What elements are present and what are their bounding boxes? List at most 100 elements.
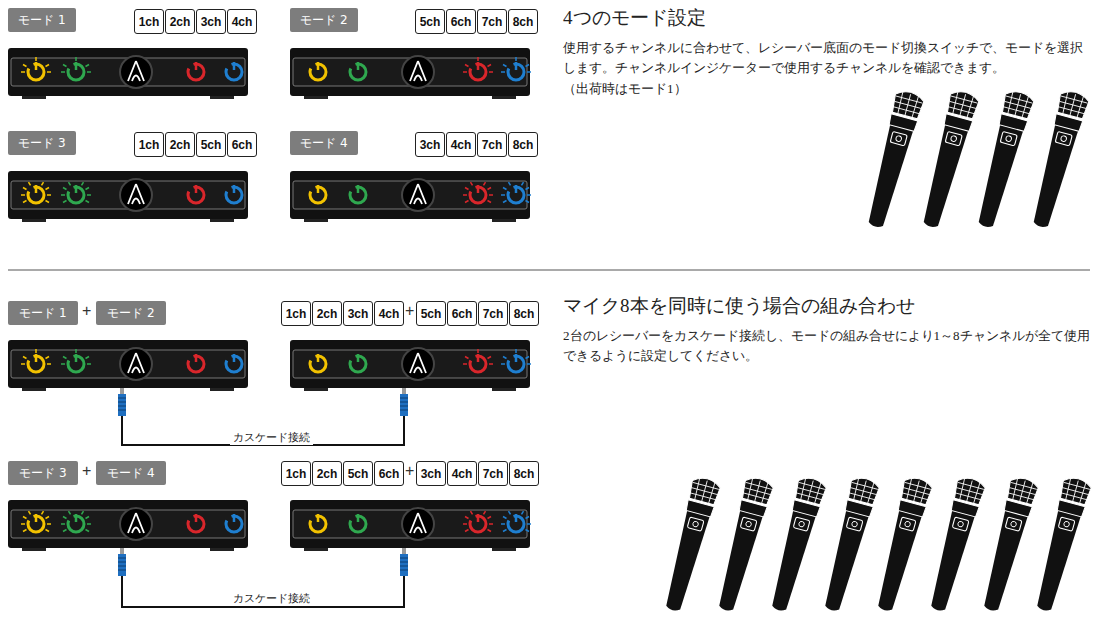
section-heading: マイク8本を同時に使う場合の組み合わせ (563, 293, 915, 319)
channel-box: 5ch (415, 9, 445, 34)
microphone (712, 475, 775, 614)
node-text: モード 2 (300, 12, 347, 29)
channel-box: 8ch (508, 132, 538, 157)
channel-box: 6ch (447, 301, 477, 326)
microphone (818, 475, 881, 614)
channel-box: 3ch (343, 301, 373, 326)
node-text: 5ch (420, 15, 441, 29)
node-text: モード 3 (19, 465, 66, 482)
node-text: モード 2 (107, 305, 154, 322)
channel-box: 4ch (446, 132, 476, 157)
channel-box: 7ch (477, 9, 507, 34)
node-text: 7ch (482, 15, 503, 29)
node-text: 2ch (170, 138, 191, 152)
node-text: 6ch (232, 138, 253, 152)
body-text: 使用するチャンネルに合わせて、レシーバー底面のモード切換スイッチで、モードを選択… (563, 38, 1090, 78)
node-text: 8ch (514, 307, 535, 321)
microphone (871, 475, 934, 614)
cascade-cable (118, 548, 408, 607)
channel-box: 8ch (508, 9, 538, 34)
channel-box: 2ch (165, 9, 195, 34)
receiver (8, 48, 248, 99)
cable-label: カスケード接続 (230, 430, 313, 445)
mode-label: モード 2 (290, 8, 358, 32)
node-text: 7ch (482, 138, 503, 152)
node-text: 7ch (483, 467, 504, 481)
node-text: 3ch (421, 467, 442, 481)
plus-sign: + (405, 462, 414, 480)
receiver (290, 171, 531, 222)
mode-label: モード 2 (96, 301, 166, 325)
microphone (1026, 89, 1090, 231)
channel-box: 4ch (447, 461, 477, 486)
channel-box: 5ch (416, 301, 446, 326)
channel-box: 1ch (134, 132, 164, 157)
channel-box: 1ch (281, 301, 311, 326)
microphone (659, 475, 722, 614)
channel-box: 8ch (509, 461, 539, 486)
divider-line (8, 270, 1090, 271)
node-text: 2ch (317, 307, 338, 321)
microphone (765, 475, 828, 614)
channel-box: 8ch (509, 301, 539, 326)
channel-box: 4ch (374, 301, 404, 326)
microphone (924, 475, 987, 614)
node-text: 6ch (451, 15, 472, 29)
node-text: モード 1 (19, 305, 66, 322)
receiver (290, 500, 531, 551)
plus-sign: + (82, 462, 91, 480)
node-text: 3ch (420, 138, 441, 152)
node-text: 3ch (348, 307, 369, 321)
node-text: 1ch (286, 467, 307, 481)
channel-box: 7ch (478, 461, 508, 486)
node-text: 4ch (451, 138, 472, 152)
receiver (290, 340, 531, 391)
mode-label: モード 1 (8, 8, 76, 32)
node-text: 1ch (139, 138, 160, 152)
microphone (916, 89, 980, 231)
node-text: モード 4 (300, 135, 347, 152)
channel-box: 3ch (415, 132, 445, 157)
channel-box: 1ch (134, 9, 164, 34)
node-text: モード 4 (107, 465, 154, 482)
body-text: （出荷時はモード1） (563, 79, 1090, 99)
node-text: 8ch (514, 467, 535, 481)
node-text: 8ch (513, 138, 534, 152)
node-text: 4ch (232, 15, 253, 29)
node-text: 6ch (379, 467, 400, 481)
channel-box: 1ch (281, 461, 311, 486)
node-text: 5ch (348, 467, 369, 481)
channel-box: 3ch (416, 461, 446, 486)
mode-label: モード 1 (8, 301, 78, 325)
node-text: 6ch (452, 307, 473, 321)
channel-box: 6ch (227, 132, 257, 157)
node-text: 4ch (379, 307, 400, 321)
node-text: 4ch (452, 467, 473, 481)
node-text: 5ch (201, 138, 222, 152)
body-text: 2台のレシーバーをカスケード接続し、モードの組み合せにより1～8チャンネルが全て… (563, 326, 1090, 366)
node-text: モード 3 (18, 135, 65, 152)
node-text: 2ch (317, 467, 338, 481)
microphone (971, 89, 1035, 231)
channel-box: 2ch (312, 461, 342, 486)
microphone (977, 475, 1040, 614)
node-text: 1ch (139, 15, 160, 29)
cable-label: カスケード接続 (230, 591, 313, 606)
microphone (861, 89, 925, 231)
channel-box: 6ch (446, 9, 476, 34)
plus-sign: + (405, 302, 414, 320)
receiver (290, 48, 531, 99)
channel-box: 5ch (196, 132, 226, 157)
receiver (8, 500, 248, 551)
mode-label: モード 3 (8, 461, 78, 485)
channel-box: 5ch (343, 461, 373, 486)
channel-box: 7ch (477, 132, 507, 157)
node-text: 3ch (201, 15, 222, 29)
mode-label: モード 4 (290, 131, 358, 155)
channel-box: 2ch (312, 301, 342, 326)
channel-box: 6ch (374, 461, 404, 486)
mode-label: モード 3 (8, 131, 76, 155)
node-text: モード 1 (18, 12, 65, 29)
node-text: 1ch (286, 307, 307, 321)
receiver (8, 340, 248, 391)
